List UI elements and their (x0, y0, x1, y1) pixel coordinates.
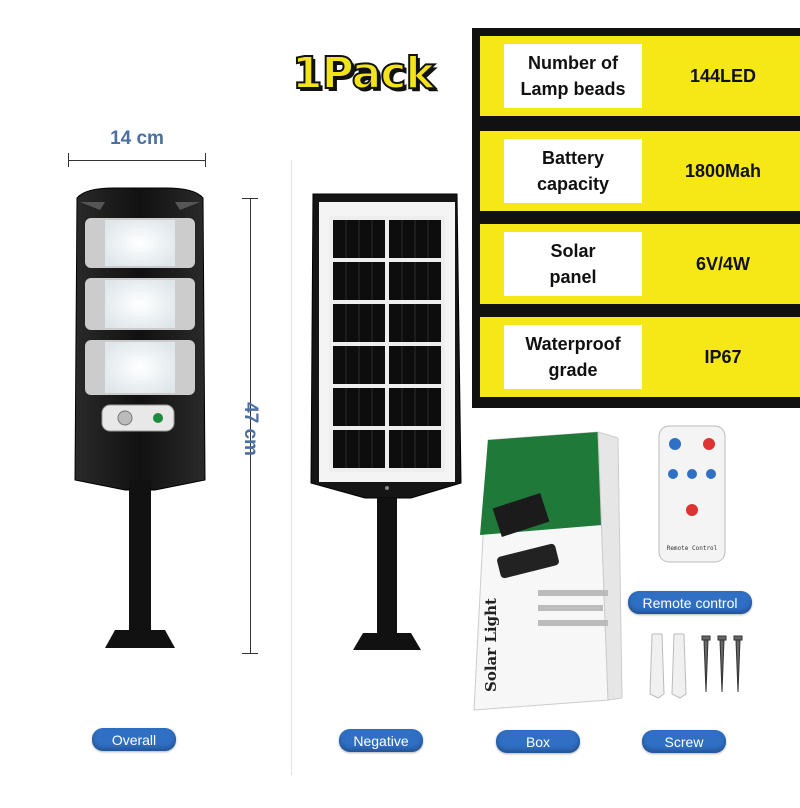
box-title: Solar Light (482, 598, 500, 692)
height-tick-top (242, 198, 258, 199)
box-label: Box (496, 730, 580, 753)
screws-image (649, 633, 743, 699)
screw-label: Screw (642, 730, 726, 753)
spec-value: 144LED (689, 65, 757, 86)
width-tick-right (205, 153, 206, 167)
divider (291, 160, 292, 775)
overall-label: Overall (92, 728, 176, 751)
height-tick-bottom (242, 653, 258, 654)
spec-value: 6V/4W (695, 253, 751, 274)
width-dimension-line (68, 160, 206, 161)
remote-control-image: Remote Control (658, 425, 726, 563)
remote-control-label: Remote control (628, 591, 752, 614)
led-panel-1 (85, 218, 195, 268)
led-panel-2 (85, 278, 195, 330)
solar-cells (329, 216, 445, 472)
pack-title: 1Pack (291, 47, 436, 100)
height-dimension-line (250, 198, 251, 653)
lamp-back-image (310, 193, 462, 650)
spec-value: 1800Mah (684, 160, 762, 181)
remote-label: Remote Control (667, 545, 718, 552)
width-dimension-label: 14 cm (110, 128, 164, 149)
negative-label: Negative (339, 729, 423, 752)
lamp-front-image (74, 187, 206, 648)
box-image: Solar Light (473, 431, 623, 711)
spec-value: IP67 (704, 346, 742, 367)
height-dimension-label: 47 cm (240, 402, 261, 456)
width-tick-left (68, 153, 69, 167)
led-panel-3 (85, 340, 195, 395)
